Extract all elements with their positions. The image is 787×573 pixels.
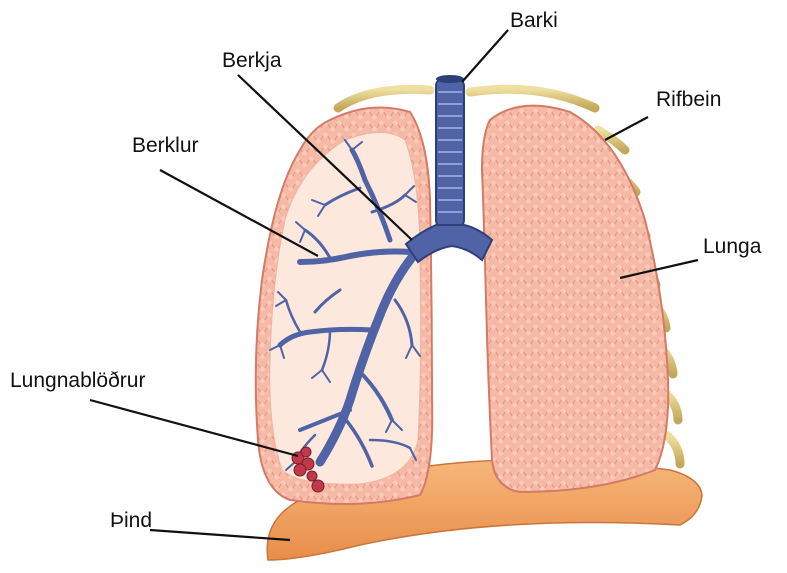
leader-barki (462, 30, 508, 82)
label-barki: Barki (510, 10, 558, 31)
rib-right-8 (668, 436, 680, 464)
label-berklur: Berklur (132, 135, 199, 156)
label-lungnabloedrur: Lungnablöðrur (10, 370, 145, 391)
leader-rifbein (605, 117, 648, 140)
label-berkja: Berkja (222, 50, 282, 71)
rib-top-left (338, 89, 430, 108)
label-rifbein: Rifbein (656, 89, 721, 110)
label-lunga: Lunga (703, 236, 761, 257)
label-thind: Þind (110, 510, 152, 531)
right-lung (482, 106, 668, 492)
